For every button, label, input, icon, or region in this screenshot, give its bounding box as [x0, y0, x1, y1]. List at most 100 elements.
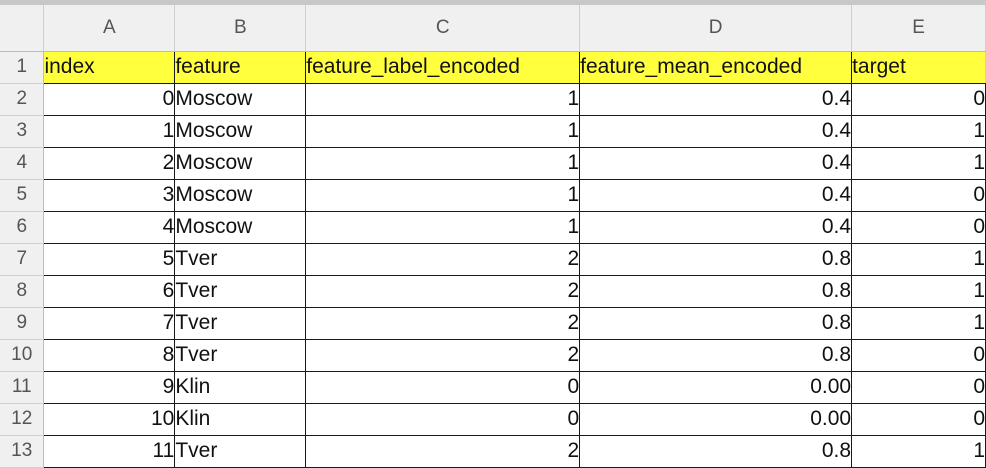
cell-feature-mean-encoded[interactable]: 0.4 — [579, 178, 853, 212]
cell-target[interactable]: 0 — [851, 178, 986, 212]
cell-feature[interactable]: Klin — [174, 402, 307, 436]
cell-index[interactable]: 2 — [43, 146, 176, 180]
cell-index[interactable]: 4 — [43, 210, 176, 244]
cell-index[interactable]: 11 — [43, 434, 176, 468]
row-header[interactable]: 3 — [0, 115, 45, 148]
cell-feature-mean-encoded[interactable]: 0.4 — [579, 82, 853, 116]
cell-index[interactable]: 1 — [43, 114, 176, 148]
cell-feature[interactable]: Moscow — [174, 210, 307, 244]
cell-feature[interactable]: Klin — [174, 370, 307, 404]
cell-target[interactable]: 0 — [851, 402, 986, 436]
cell-feature-label-encoded[interactable]: 2 — [305, 338, 581, 372]
row-header[interactable]: 13 — [0, 435, 45, 468]
cell-header-feature-label-encoded[interactable]: feature_label_encoded — [305, 50, 581, 84]
cell-target[interactable]: 1 — [851, 114, 986, 148]
cell-feature-label-encoded[interactable]: 0 — [305, 402, 581, 436]
row-header[interactable]: 4 — [0, 147, 45, 180]
cell-header-feature[interactable]: feature — [174, 50, 307, 84]
cell-feature[interactable]: Moscow — [174, 178, 307, 212]
cell-index[interactable]: 6 — [43, 274, 176, 308]
cell-index[interactable]: 8 — [43, 338, 176, 372]
cell-feature-mean-encoded[interactable]: 0.8 — [579, 306, 853, 340]
cell-header-feature-mean-encoded[interactable]: feature_mean_encoded — [579, 50, 853, 84]
cell-feature-mean-encoded[interactable]: 0.8 — [579, 338, 853, 372]
row-header[interactable]: 10 — [0, 339, 45, 372]
column-header-row: A B C D E — [0, 5, 986, 52]
cell-target[interactable]: 0 — [851, 338, 986, 372]
cell-index[interactable]: 9 — [43, 370, 176, 404]
table-header-row: 1 index feature feature_label_encoded fe… — [0, 50, 986, 84]
cell-feature[interactable]: Tver — [174, 242, 307, 276]
cell-feature-mean-encoded[interactable]: 0.8 — [579, 434, 853, 468]
cell-feature-label-encoded[interactable]: 1 — [305, 114, 581, 148]
row-header[interactable]: 8 — [0, 275, 45, 308]
cell-feature[interactable]: Tver — [174, 306, 307, 340]
cell-feature-mean-encoded[interactable]: 0.4 — [579, 210, 853, 244]
column-header-a[interactable]: A — [43, 5, 176, 52]
row-header[interactable]: 12 — [0, 403, 45, 436]
cell-target[interactable]: 1 — [851, 306, 986, 340]
cell-index[interactable]: 3 — [43, 178, 176, 212]
row-header[interactable]: 6 — [0, 211, 45, 244]
row-header[interactable]: 1 — [0, 51, 45, 84]
row-header[interactable]: 9 — [0, 307, 45, 340]
cell-feature-label-encoded[interactable]: 2 — [305, 242, 581, 276]
cell-feature[interactable]: Tver — [174, 338, 307, 372]
cell-feature-label-encoded[interactable]: 2 — [305, 274, 581, 308]
cell-index[interactable]: 10 — [43, 402, 176, 436]
cell-target[interactable]: 0 — [851, 210, 986, 244]
cell-target[interactable]: 1 — [851, 274, 986, 308]
cell-target[interactable]: 0 — [851, 82, 986, 116]
cell-target[interactable]: 1 — [851, 242, 986, 276]
column-header-b[interactable]: B — [174, 5, 307, 52]
cell-feature-mean-encoded[interactable]: 0.8 — [579, 242, 853, 276]
cell-feature-label-encoded[interactable]: 1 — [305, 210, 581, 244]
cell-feature-label-encoded[interactable]: 0 — [305, 370, 581, 404]
cell-feature-mean-encoded[interactable]: 0.8 — [579, 274, 853, 308]
cell-feature-label-encoded[interactable]: 2 — [305, 306, 581, 340]
spreadsheet-grid: A B C D E 1 index feature feature_label_… — [0, 5, 986, 468]
cell-feature-label-encoded[interactable]: 1 — [305, 146, 581, 180]
select-all-corner[interactable] — [0, 5, 45, 52]
cell-feature-mean-encoded[interactable]: 0.00 — [579, 370, 853, 404]
row-header[interactable]: 5 — [0, 179, 45, 212]
cell-target[interactable]: 1 — [851, 434, 986, 468]
cell-feature-label-encoded[interactable]: 1 — [305, 178, 581, 212]
cell-feature-label-encoded[interactable]: 2 — [305, 434, 581, 468]
column-header-d[interactable]: D — [579, 5, 853, 52]
column-header-c[interactable]: C — [305, 5, 581, 52]
cell-target[interactable]: 0 — [851, 370, 986, 404]
cell-feature-mean-encoded[interactable]: 0.4 — [579, 114, 853, 148]
cell-index[interactable]: 7 — [43, 306, 176, 340]
row-header[interactable]: 11 — [0, 371, 45, 404]
cell-feature-mean-encoded[interactable]: 0.4 — [579, 146, 853, 180]
cell-feature[interactable]: Moscow — [174, 146, 307, 180]
toolbar-edge — [0, 0, 986, 5]
cell-feature[interactable]: Tver — [174, 274, 307, 308]
cell-header-target[interactable]: target — [851, 50, 986, 84]
row-header[interactable]: 7 — [0, 243, 45, 276]
cell-feature[interactable]: Moscow — [174, 82, 307, 116]
cell-index[interactable]: 5 — [43, 242, 176, 276]
cell-feature-label-encoded[interactable]: 1 — [305, 82, 581, 116]
cell-target[interactable]: 1 — [851, 146, 986, 180]
cell-header-index[interactable]: index — [43, 50, 176, 84]
cell-feature-mean-encoded[interactable]: 0.00 — [579, 402, 853, 436]
cell-feature[interactable]: Tver — [174, 434, 307, 468]
cell-index[interactable]: 0 — [43, 82, 176, 116]
column-header-e[interactable]: E — [851, 5, 986, 52]
row-header[interactable]: 2 — [0, 83, 45, 116]
cell-feature[interactable]: Moscow — [174, 114, 307, 148]
